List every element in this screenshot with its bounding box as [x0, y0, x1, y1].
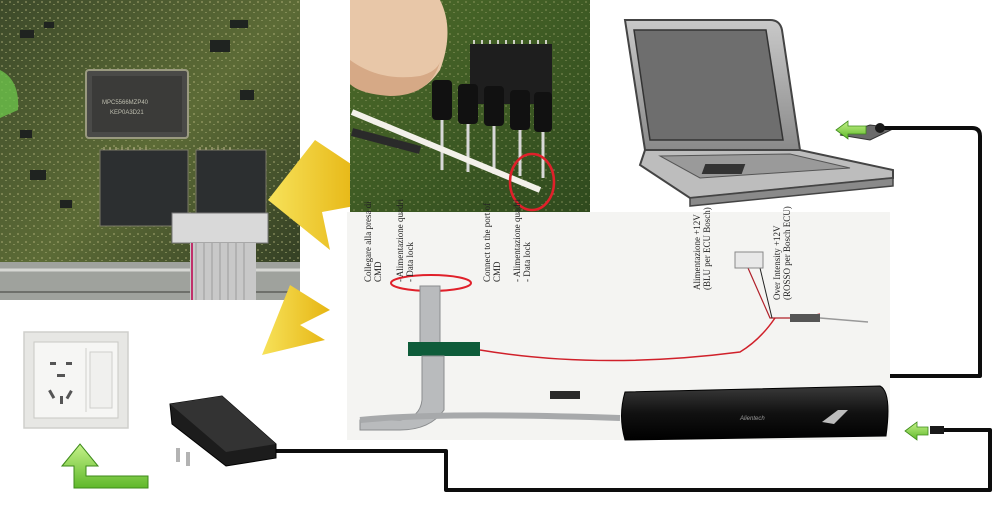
yellow-arrow-bottom [262, 285, 330, 355]
connector-label-connect-cmd: Connect to the port of CMD [482, 203, 502, 282]
usb-plug [875, 123, 885, 133]
wall-power-outlet [23, 331, 129, 429]
device-brand: Alientech [739, 416, 765, 422]
supply-label-red: Over Intensity +12V (ROSSO per Bosch ECU… [772, 206, 792, 300]
svg-text:KEP0A3D21: KEP0A3D21 [110, 110, 144, 116]
supply-label-blue: Alimentazione +12V (BLU per ECU Bosch) [692, 207, 712, 290]
connector-label-power-data-lock: - Alimentazione quadri - Data lock [395, 199, 415, 282]
green-arrow-device-power [904, 421, 929, 441]
green-arrow-outlet [60, 443, 149, 489]
power-adapter [169, 395, 277, 467]
yellow-arrow-top [268, 140, 360, 250]
ecu-board-photo: MPC5566MZP40 KEP0A3D21 [0, 0, 300, 300]
chip-closeup-photo [350, 0, 590, 212]
power-plug-tip [930, 426, 944, 434]
cables [268, 126, 992, 492]
green-arrow-laptop [835, 120, 867, 140]
tool-photo: Alientech [347, 212, 890, 441]
svg-text:MPC5566MZP40: MPC5566MZP40 [102, 100, 149, 106]
flasher-device [621, 385, 889, 441]
connector-label-power-data-lock-2: - Alimentazione quadri - Data lock [512, 199, 532, 282]
connector-label-cmd-port: Collegare alla presa di CMD [363, 201, 383, 282]
laptop [623, 19, 897, 207]
